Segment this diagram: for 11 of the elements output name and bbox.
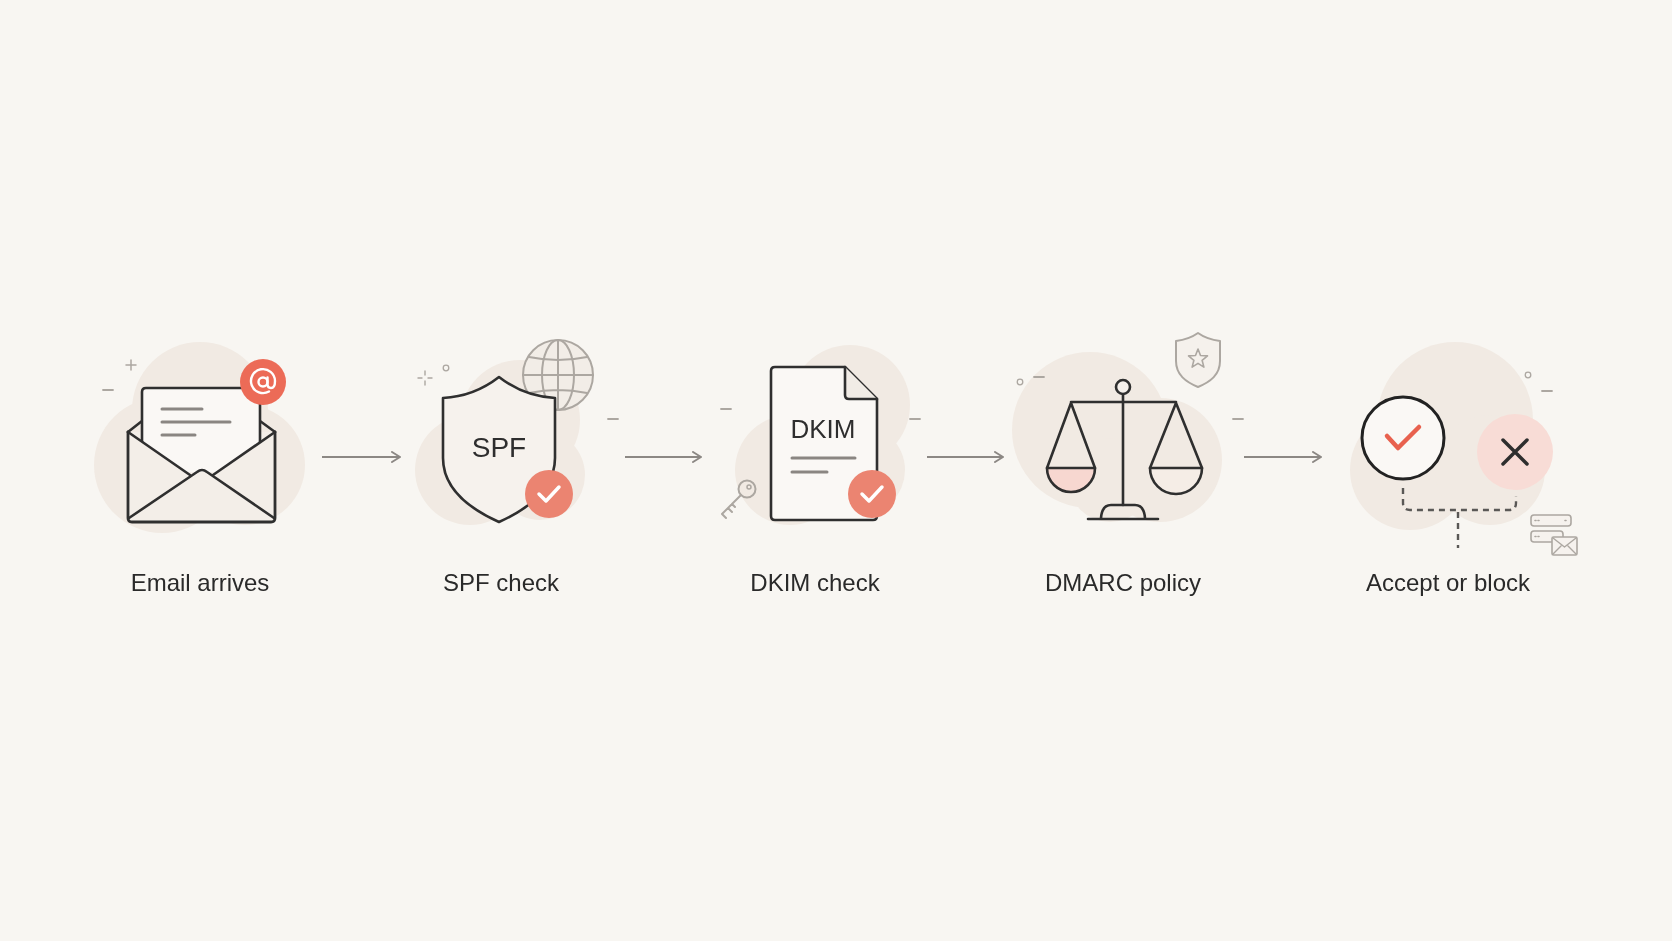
arrow [321, 451, 401, 463]
protocol-label: DKIM [790, 415, 856, 445]
step-label: Accept or block [1365, 569, 1531, 598]
arrow [624, 451, 702, 463]
arrow [1243, 451, 1322, 463]
step-label: Email arrives [130, 569, 270, 598]
protocol-label: SPF [471, 431, 527, 465]
step-label: DMARC policy [1045, 569, 1201, 598]
arrow [926, 451, 1004, 463]
step-label: SPF check [443, 569, 559, 598]
step-label: DKIM check [750, 569, 880, 598]
